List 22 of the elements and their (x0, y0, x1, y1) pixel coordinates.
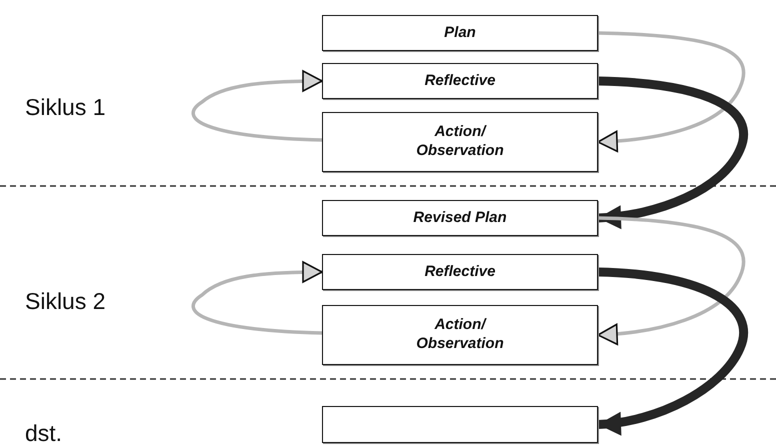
stage-box (322, 63, 598, 99)
curved-arrow (597, 31, 746, 152)
empty-box (322, 406, 598, 443)
stage-label: Plan (444, 24, 476, 42)
curved-arrow (192, 261, 323, 335)
curved-arrow (597, 216, 746, 345)
cycle-label: Siklus 2 (25, 288, 106, 315)
stage-box (322, 305, 598, 365)
stage-label: Action/ Observation (415, 123, 505, 161)
stage-box (322, 254, 598, 290)
curved-arrow (598, 76, 748, 228)
stage-label: Reflective (424, 72, 496, 90)
curved-arrow (192, 70, 323, 142)
stage-label: Revised Plan (413, 208, 507, 228)
stage-box (322, 112, 598, 172)
stage-label: Action/ Observation (415, 316, 505, 354)
stage-label: Reflective (424, 262, 496, 282)
curved-arrow (598, 268, 748, 435)
cycle-label: Siklus 1 (25, 94, 106, 121)
cycle-label: dst. (25, 420, 62, 446)
stage-box (322, 15, 598, 51)
stage-box (322, 200, 598, 236)
